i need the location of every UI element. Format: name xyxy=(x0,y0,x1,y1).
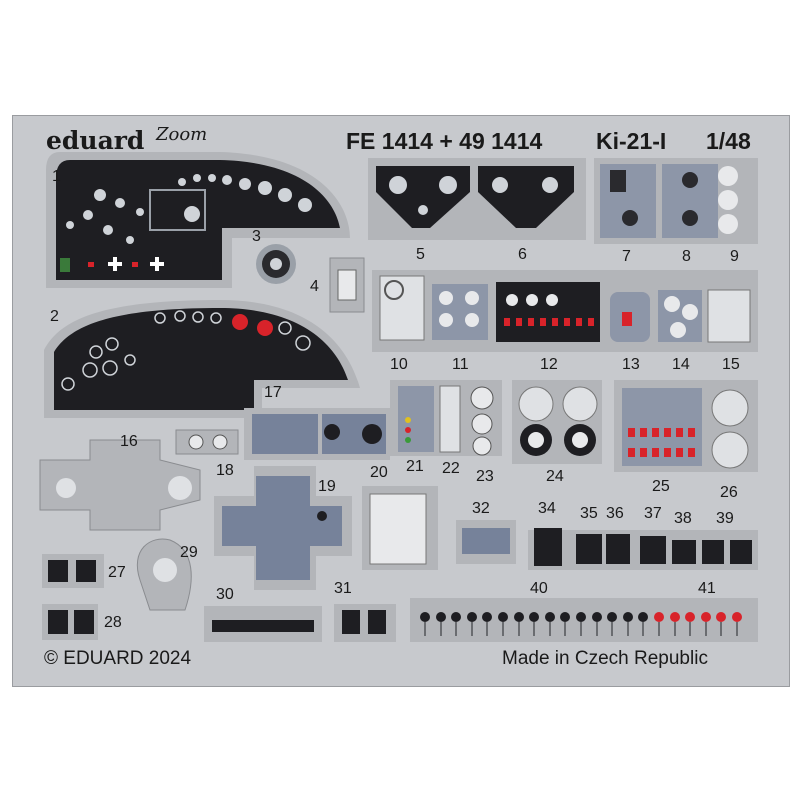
red-knob xyxy=(716,612,727,622)
knob-stem xyxy=(689,622,692,636)
part-number-29: 29 xyxy=(180,544,198,561)
part-number-14: 14 xyxy=(672,356,690,373)
black-knob xyxy=(482,612,493,622)
part-number-39: 39 xyxy=(716,510,734,527)
red-knob xyxy=(669,612,680,622)
knob-stem xyxy=(533,622,536,636)
part-number-16: 16 xyxy=(120,433,138,450)
black-knob xyxy=(607,612,618,622)
part-number-30: 30 xyxy=(216,586,234,603)
part-number-37: 37 xyxy=(644,505,662,522)
knob-stem xyxy=(455,622,458,636)
knob-stem xyxy=(704,622,707,636)
knob-stem xyxy=(673,622,676,636)
black-knob xyxy=(451,612,462,622)
black-knob xyxy=(560,612,571,622)
red-knob xyxy=(654,612,664,622)
part-number-40: 40 xyxy=(530,580,548,597)
knob-stem xyxy=(502,622,504,636)
knob-stem xyxy=(658,622,660,636)
part-number-5: 5 xyxy=(416,246,425,263)
part-number-8: 8 xyxy=(682,248,691,265)
part-number-2: 2 xyxy=(50,308,59,325)
black-knob xyxy=(498,612,508,622)
black-knob xyxy=(591,612,602,622)
red-knob xyxy=(685,612,696,622)
knob-stem xyxy=(486,622,489,636)
knob-stem xyxy=(548,622,551,636)
red-knob xyxy=(732,612,742,622)
scale-label: 1/48 xyxy=(706,128,751,154)
red-knob xyxy=(700,612,711,622)
black-knob xyxy=(622,612,633,622)
part-number-28: 28 xyxy=(104,614,122,631)
knob-stem xyxy=(580,622,582,636)
black-knob xyxy=(420,612,430,622)
black-knob xyxy=(544,612,555,622)
knob-stem xyxy=(626,622,629,636)
black-knob xyxy=(513,612,524,622)
model-name: Ki-21-I xyxy=(596,128,667,154)
part-number-21: 21 xyxy=(406,458,424,475)
zoom-logo: Zoom xyxy=(156,124,208,145)
black-knob xyxy=(466,612,477,622)
part-number-3: 3 xyxy=(252,228,261,245)
copyright-text: © EDUARD 2024 xyxy=(44,648,192,669)
part-number-36: 36 xyxy=(606,505,624,522)
part-number-35: 35 xyxy=(580,505,598,522)
part-number-1: 1 xyxy=(52,168,61,185)
origin-text: Made in Czech Republic xyxy=(502,648,708,669)
eduard-logo: eduard xyxy=(46,126,145,155)
part-number-11: 11 xyxy=(452,356,469,373)
knob-stem xyxy=(736,622,738,636)
part-number-24: 24 xyxy=(546,468,564,485)
knob-stem xyxy=(439,622,442,636)
knob-stem xyxy=(564,622,567,636)
part-number-26: 26 xyxy=(720,484,738,501)
part-number-6: 6 xyxy=(518,246,527,263)
part-number-32: 32 xyxy=(472,500,490,517)
knob-stem xyxy=(424,622,426,636)
part-number-23: 23 xyxy=(476,468,494,485)
knob-stem xyxy=(517,622,520,636)
knob-stem xyxy=(611,622,614,636)
part-number-34: 34 xyxy=(538,500,556,517)
knob-stem xyxy=(595,622,598,636)
part-number-18: 18 xyxy=(216,462,234,479)
part-number-4: 4 xyxy=(310,278,319,295)
knob-stem xyxy=(720,622,723,636)
black-knob xyxy=(638,612,649,622)
part-number-7: 7 xyxy=(622,248,631,265)
part-number-22: 22 xyxy=(442,460,460,477)
product-code: FE 1414 + 49 1414 xyxy=(346,128,543,154)
part-number-19: 19 xyxy=(318,478,336,495)
part-number-15: 15 xyxy=(722,356,740,373)
black-knob xyxy=(576,612,586,622)
part-number-13: 13 xyxy=(622,356,640,373)
part-number-12: 12 xyxy=(540,356,558,373)
knob-stem xyxy=(470,622,473,636)
part-number-38: 38 xyxy=(674,510,692,527)
part-number-31: 31 xyxy=(334,580,352,597)
part-2-panel xyxy=(54,308,348,410)
part-number-41: 41 xyxy=(698,580,716,597)
knob-stem xyxy=(642,622,645,636)
black-knob xyxy=(529,612,540,622)
part-number-25: 25 xyxy=(652,478,670,495)
part-number-17: 17 xyxy=(264,384,282,401)
part-number-9: 9 xyxy=(730,248,739,265)
part-number-20: 20 xyxy=(370,464,388,481)
black-knob xyxy=(435,612,446,622)
part-number-27: 27 xyxy=(108,564,126,581)
part-number-10: 10 xyxy=(390,356,408,373)
